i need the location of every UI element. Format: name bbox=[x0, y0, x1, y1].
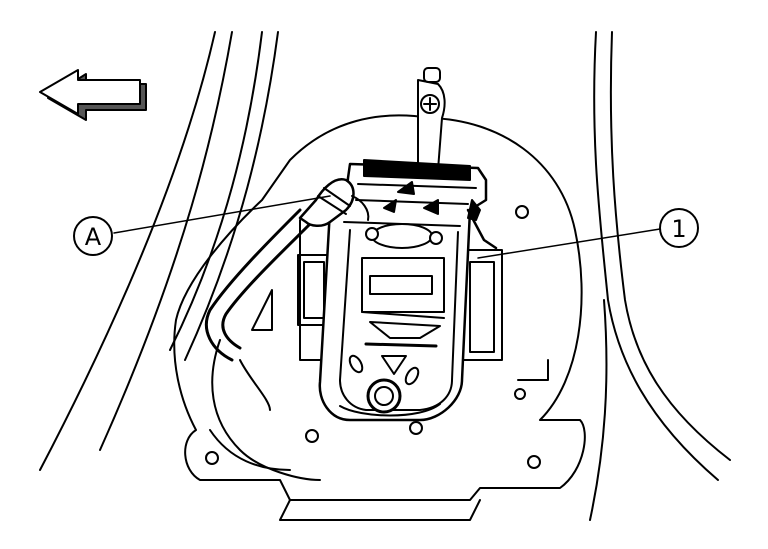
callout-a: A bbox=[73, 216, 113, 256]
callout-1-label: 1 bbox=[671, 215, 686, 243]
mounting-panel bbox=[173, 114, 586, 521]
wire-harness bbox=[204, 208, 314, 411]
callout-a-label: A bbox=[85, 223, 102, 251]
leader-lines bbox=[113, 195, 661, 259]
front-arrow-icon bbox=[39, 69, 147, 121]
retractor-plate bbox=[318, 159, 498, 422]
body-pillar-left bbox=[39, 31, 279, 471]
callout-1: 1 bbox=[659, 208, 699, 248]
upper-bracket bbox=[417, 67, 446, 171]
harness-connector bbox=[298, 178, 370, 227]
body-pillar-right bbox=[589, 31, 731, 521]
